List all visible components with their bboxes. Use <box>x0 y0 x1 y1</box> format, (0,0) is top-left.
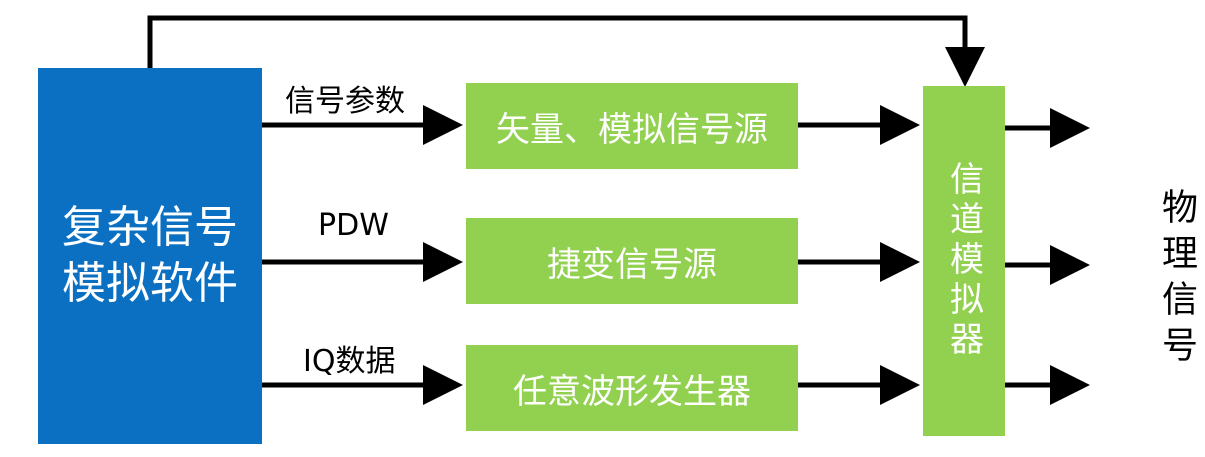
source-block-awg: 任意波形发生器 <box>466 345 798 431</box>
channel-simulator-block: 信道模拟器 <box>923 86 1005 436</box>
source-label: 捷变信号源 <box>547 244 717 285</box>
edge-label-pdw: PDW <box>318 208 389 243</box>
source-label: 矢量、模拟信号源 <box>496 109 768 150</box>
feedback-arrow <box>147 15 985 87</box>
source-label: 任意波形发生器 <box>513 371 751 412</box>
source-block-vector-analog: 矢量、模拟信号源 <box>466 83 798 169</box>
channel-simulator-label: 信道模拟器 <box>943 161 984 361</box>
software-label: 复杂信号模拟软件 <box>62 202 238 309</box>
output-label: 物理信号 <box>1156 188 1197 372</box>
edge-label-signal-params: 信号参数 <box>285 84 405 119</box>
software-block: 复杂信号模拟软件 <box>38 68 262 444</box>
source-block-agile: 捷变信号源 <box>466 218 798 304</box>
edge-label-iq-data: IQ数据 <box>303 344 396 379</box>
